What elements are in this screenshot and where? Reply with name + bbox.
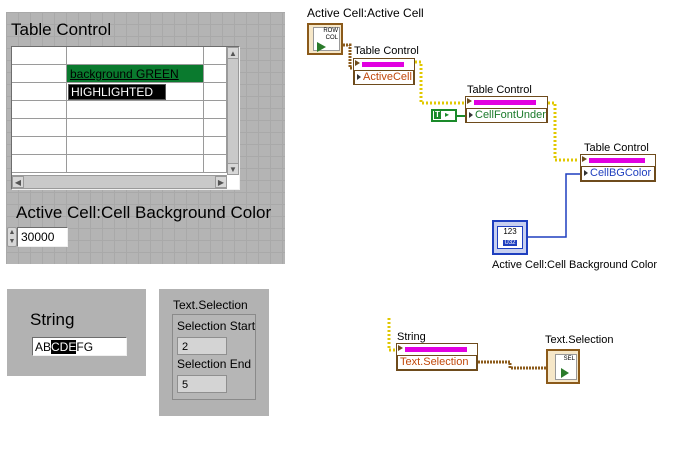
property-triangle-icon	[469, 112, 473, 118]
table-cell[interactable]	[67, 47, 204, 65]
selection-end-value: 5	[182, 379, 189, 391]
table-cell[interactable]	[12, 119, 67, 137]
property-node-2-title: Table Control	[467, 84, 532, 96]
property-node-2-item[interactable]: CellFontUnder	[466, 108, 547, 123]
node-arrow-icon	[582, 156, 587, 162]
table-cell[interactable]	[204, 155, 227, 173]
selection-terminal[interactable]: SEL	[546, 349, 580, 384]
table-cell-green[interactable]: background GREEN	[67, 65, 204, 83]
property-node-1[interactable]: ActiveCell	[353, 58, 415, 85]
table-cell[interactable]	[204, 119, 227, 137]
selection-arrow-icon	[561, 368, 569, 378]
table-cell-highlighted[interactable]: HIGHLIGHTED	[67, 83, 204, 101]
scroll-right-arrow-icon[interactable]: ▶	[215, 176, 227, 188]
bg-color-label: Active Cell:Cell Background Color	[16, 203, 272, 222]
table-cell[interactable]	[12, 65, 67, 83]
selection-bundle-icon: SEL	[555, 354, 577, 380]
table-cell[interactable]	[67, 137, 204, 155]
table-cell[interactable]	[204, 65, 227, 83]
scroll-up-arrow-icon[interactable]: ▲	[227, 47, 239, 59]
property-node-3-title: Table Control	[584, 142, 649, 154]
string-property-node[interactable]: Text.Selection	[396, 343, 478, 371]
bg-color-terminal[interactable]: 123 U32	[492, 220, 528, 255]
table-cell[interactable]	[67, 119, 204, 137]
table-cell[interactable]	[12, 155, 67, 173]
table-cell[interactable]	[204, 101, 227, 119]
string-control[interactable]: ABCDEFG	[32, 337, 127, 356]
boolean-constant-arrow-icon: ▸	[445, 110, 450, 119]
property-node-2[interactable]: CellFontUnder	[465, 96, 548, 123]
bundle-arrow-icon	[317, 42, 326, 52]
string-panel	[7, 289, 146, 376]
bg-color-numeric[interactable]: 30000	[17, 227, 68, 247]
numeric-terminal-icon: 123 U32	[497, 226, 523, 249]
node-arrow-icon	[467, 98, 472, 104]
node-arrow-icon	[398, 345, 403, 351]
string-label: String	[30, 310, 75, 329]
selection-wire	[478, 360, 546, 370]
property-node-header-bar	[362, 62, 404, 67]
boolean-true-constant[interactable]: T ▸	[431, 109, 457, 122]
scroll-left-arrow-icon[interactable]: ◀	[12, 176, 24, 188]
text-selection-label: Text.Selection	[173, 298, 248, 312]
property-node-header-bar	[474, 100, 536, 105]
refnum-wire-2	[548, 101, 579, 162]
property-node-1-title: Table Control	[354, 45, 419, 57]
scroll-down-arrow-icon[interactable]: ▼	[227, 163, 239, 175]
selection-terminal-label: Text.Selection	[545, 334, 614, 346]
string-text-after: FG	[76, 340, 94, 354]
property-triangle-icon	[357, 74, 361, 80]
table-cell[interactable]	[67, 101, 204, 119]
table-cell[interactable]	[67, 155, 204, 173]
selection-start-value: 2	[182, 341, 189, 353]
refnum-wire-1	[415, 60, 466, 105]
active-cell-terminal-label: Active Cell:Active Cell	[307, 6, 424, 20]
bg-color-terminal-label: Active Cell:Cell Background Color	[492, 259, 658, 271]
table-cell[interactable]	[12, 83, 67, 101]
boolean-constant-text: T	[434, 110, 441, 119]
table-cell[interactable]	[12, 137, 67, 155]
table-cell[interactable]	[12, 101, 67, 119]
u32-wire	[528, 173, 580, 238]
cell-highlighted-text: HIGHLIGHTED	[68, 84, 167, 100]
active-cell-terminal[interactable]: ROW COL	[307, 23, 343, 55]
property-node-3-item[interactable]: CellBGColor	[581, 166, 655, 181]
table-cell[interactable]	[204, 47, 227, 65]
vertical-scrollbar[interactable]	[227, 47, 239, 175]
horizontal-scrollbar[interactable]	[12, 175, 227, 189]
numeric-increment-decrement-icon[interactable]: ▲▼	[7, 227, 17, 247]
string-property-item[interactable]: Text.Selection	[397, 355, 477, 370]
property-node-3[interactable]: CellBGColor	[580, 154, 656, 182]
row-col-bundle-icon: ROW COL	[313, 27, 340, 51]
selection-end-label: Selection End	[177, 357, 252, 371]
table-cell[interactable]	[204, 83, 227, 101]
table-cell[interactable]	[12, 47, 67, 65]
selection-end-indicator: 5	[177, 375, 227, 393]
cell-green-text: background GREEN	[70, 67, 179, 81]
string-text-selected: CDE	[51, 340, 77, 354]
table-control[interactable]: background GREEN HIGHLIGHTED ▲ ▼ ◀ ▶	[11, 46, 240, 190]
table-control-label: Table Control	[11, 20, 112, 39]
selection-start-label: Selection Start	[177, 319, 256, 333]
property-node-1-item[interactable]: ActiveCell	[354, 70, 414, 85]
property-node-header-bar	[589, 158, 645, 163]
node-arrow-icon	[355, 60, 360, 66]
table-cell[interactable]	[204, 137, 227, 155]
selection-start-indicator: 2	[177, 337, 227, 355]
string-node-title: String	[397, 331, 426, 343]
string-text-before: AB	[35, 340, 52, 354]
property-node-header-bar	[405, 347, 467, 352]
bg-color-value: 30000	[21, 230, 55, 244]
property-triangle-icon	[584, 170, 588, 176]
